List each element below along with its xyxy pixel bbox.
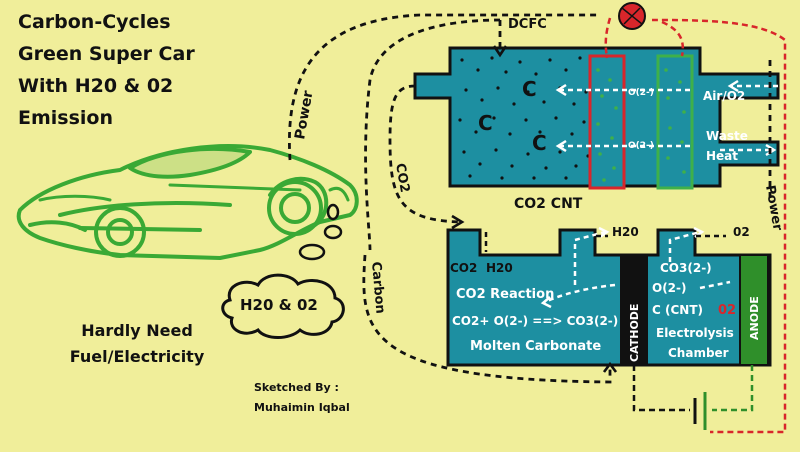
emission-cloud-label: H20 & 02 xyxy=(240,296,318,314)
molten-carbonate-label: Molten Carbonate xyxy=(470,339,601,354)
carbonate-cell xyxy=(446,228,772,367)
carbon-particles xyxy=(458,56,590,180)
title-line: Carbon-Cycles xyxy=(18,11,171,33)
h2o-out-label: H20 xyxy=(612,225,639,239)
exhaust-puffs xyxy=(298,203,343,261)
o2-ion-right-label: O(2-) xyxy=(652,281,687,295)
battery-icon xyxy=(693,392,707,430)
green-circuit xyxy=(712,365,754,412)
green-band-dots xyxy=(664,68,686,174)
outlet-arrows xyxy=(484,232,726,252)
credit-line: Sketched By : xyxy=(254,381,339,394)
note-line: Fuel/Electricity xyxy=(69,347,205,366)
load-meter-icon xyxy=(618,2,646,30)
black-flow-lines xyxy=(288,13,772,384)
c-cnt-label: C (CNT) xyxy=(652,303,703,317)
anode-label: ANODE xyxy=(748,296,761,340)
co2-in-label: CO2 xyxy=(450,261,477,275)
anode-bar xyxy=(739,254,769,366)
o2-ion-upper: O(2-) xyxy=(628,88,654,98)
co3-label: CO3(2-) xyxy=(660,261,712,275)
waste-heat-label-2: Heat xyxy=(706,149,738,163)
carbonate-arrows xyxy=(544,230,731,304)
electrolysis-label-2: Chamber xyxy=(668,346,729,360)
diagram-title: Carbon-Cycles Green Super Car With H20 &… xyxy=(18,6,268,134)
car-sketch xyxy=(16,144,359,260)
electrolysis-label-1: Electrolysis xyxy=(656,326,734,340)
dcfc-label: DCFC xyxy=(508,17,547,32)
title-line: With H20 & 02 xyxy=(18,75,174,97)
hardly-need-note: Hardly Need Fuel/Electricity xyxy=(62,318,212,370)
credit-author: Muhaimin Iqbal xyxy=(254,401,350,414)
black-circuit xyxy=(632,365,690,412)
dcfc-cell xyxy=(413,46,780,190)
reaction-equation: CO2+ O(2-) ==> CO3(2-) xyxy=(452,314,618,328)
cathode-bar xyxy=(620,255,648,365)
co2-cnt-label: CO2 CNT xyxy=(514,196,583,212)
waste-heat-label-1: Waste xyxy=(706,129,748,143)
fuel-c-1: C xyxy=(522,77,537,101)
cathode-label: CATHODE xyxy=(628,304,641,362)
co2-pipe-label: CO2 xyxy=(392,162,412,194)
red-circuit xyxy=(604,17,787,434)
power-left-label: Power xyxy=(292,89,316,140)
note-line: Hardly Need xyxy=(81,321,193,340)
fuel-c-2: C xyxy=(478,111,493,135)
black-arrowheads xyxy=(451,45,618,373)
o2-out-label: 02 xyxy=(733,225,750,239)
emission-cloud xyxy=(221,273,345,339)
h2o-in-label: H20 xyxy=(486,261,513,275)
co2-reaction-label: CO2 Reaction xyxy=(456,287,554,302)
title-line: Green Super Car xyxy=(18,43,195,65)
fuel-c-3: C xyxy=(532,131,547,155)
sketch-credit: Sketched By : Muhaimin Iqbal xyxy=(254,378,350,418)
red-band-dots xyxy=(596,68,618,182)
dcfc-ion-arrows xyxy=(560,84,778,152)
power-right-label: Power xyxy=(762,184,785,232)
carbon-pipe-label: Carbon xyxy=(368,261,387,314)
title-line: Emission xyxy=(18,107,113,129)
air-o2-label: Air/O2 xyxy=(703,89,745,103)
o2-red-label: 02 xyxy=(718,303,736,318)
